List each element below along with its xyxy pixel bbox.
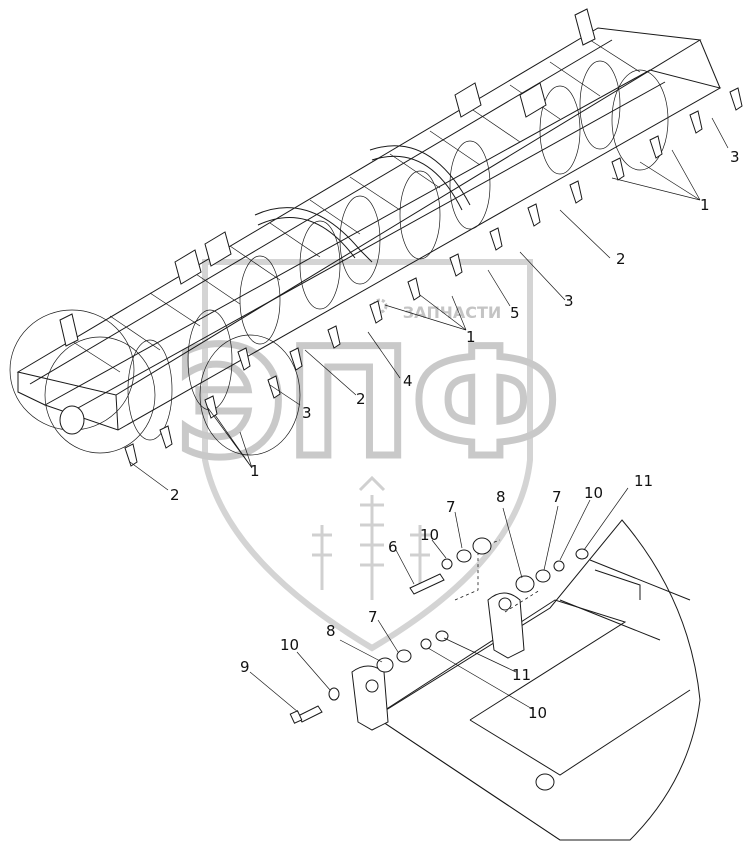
- gear-icon: [372, 298, 388, 314]
- callout-label: 2: [356, 390, 366, 408]
- watermark-caption: ЗАПЧАСТИ: [403, 303, 502, 322]
- callout-label: 10: [584, 484, 603, 502]
- tine-row: [124, 87, 743, 467]
- callout-label: 3: [730, 148, 740, 166]
- callout-label: 7: [446, 498, 456, 516]
- nut: [435, 630, 449, 642]
- callout-label: 5: [510, 304, 520, 322]
- callout-label: 3: [302, 404, 312, 422]
- watermark-brand-letters: ЭПФ: [176, 317, 560, 491]
- frame-assembly: [9, 8, 743, 467]
- callout-label: 8: [326, 622, 336, 640]
- frame-cross-members: [69, 39, 641, 373]
- frame-boss: [535, 773, 555, 791]
- frame-beams: [16, 27, 722, 431]
- frame-leaders: [129, 117, 729, 491]
- washer: [328, 687, 340, 701]
- callout-label: 1: [250, 462, 260, 480]
- bushing: [376, 657, 394, 673]
- callout-label: 2: [616, 250, 626, 268]
- callout-label: 3: [564, 292, 574, 310]
- hinge-detail: 7 10 6 8 7 10 11 7 8 10 9 11 10: [240, 472, 701, 841]
- callout-label: 7: [368, 608, 378, 626]
- callout-label: 9: [240, 658, 250, 676]
- hinge-callouts: 7 10 6 8 7 10 11 7 8 10 9 11 10: [240, 472, 653, 722]
- watermark: ЭПФ ЗАПЧАСТИ: [172, 259, 564, 652]
- callout-label: 2: [170, 486, 180, 504]
- bushing: [396, 649, 412, 663]
- callout-label: 8: [496, 488, 506, 506]
- callout-label: 7: [552, 488, 562, 506]
- hinge-lug-front: [351, 665, 389, 731]
- callout-label: 11: [512, 666, 531, 684]
- callout-label: 10: [280, 636, 299, 654]
- callout-label: 4: [403, 372, 413, 390]
- watermark-shield: [202, 259, 533, 652]
- bushing: [515, 575, 535, 593]
- watermark-wheat-icon: [312, 475, 430, 600]
- washer: [553, 560, 565, 572]
- callout-label: 10: [420, 526, 439, 544]
- callout-label: 1: [466, 328, 476, 346]
- pin: [409, 573, 445, 595]
- bushing: [535, 569, 551, 583]
- washer: [441, 558, 453, 570]
- frame-brackets: [59, 8, 596, 347]
- callout-label: 10: [528, 704, 547, 722]
- callout-label: 11: [634, 472, 653, 490]
- frame-callouts: 3 1 2 3 5 1 4 2 3 1 2: [170, 148, 740, 504]
- washer: [420, 638, 432, 650]
- hinge-parts: [289, 537, 589, 724]
- callout-label: 6: [388, 538, 398, 556]
- callout-label: 1: [700, 196, 710, 214]
- detail-frame: [368, 519, 701, 841]
- guard-arcs: [254, 145, 471, 263]
- hinge-leaders: [249, 487, 629, 713]
- nut: [575, 548, 589, 560]
- bushing: [456, 549, 472, 563]
- bushing: [472, 537, 492, 555]
- hinge-lug-rear: [487, 592, 525, 659]
